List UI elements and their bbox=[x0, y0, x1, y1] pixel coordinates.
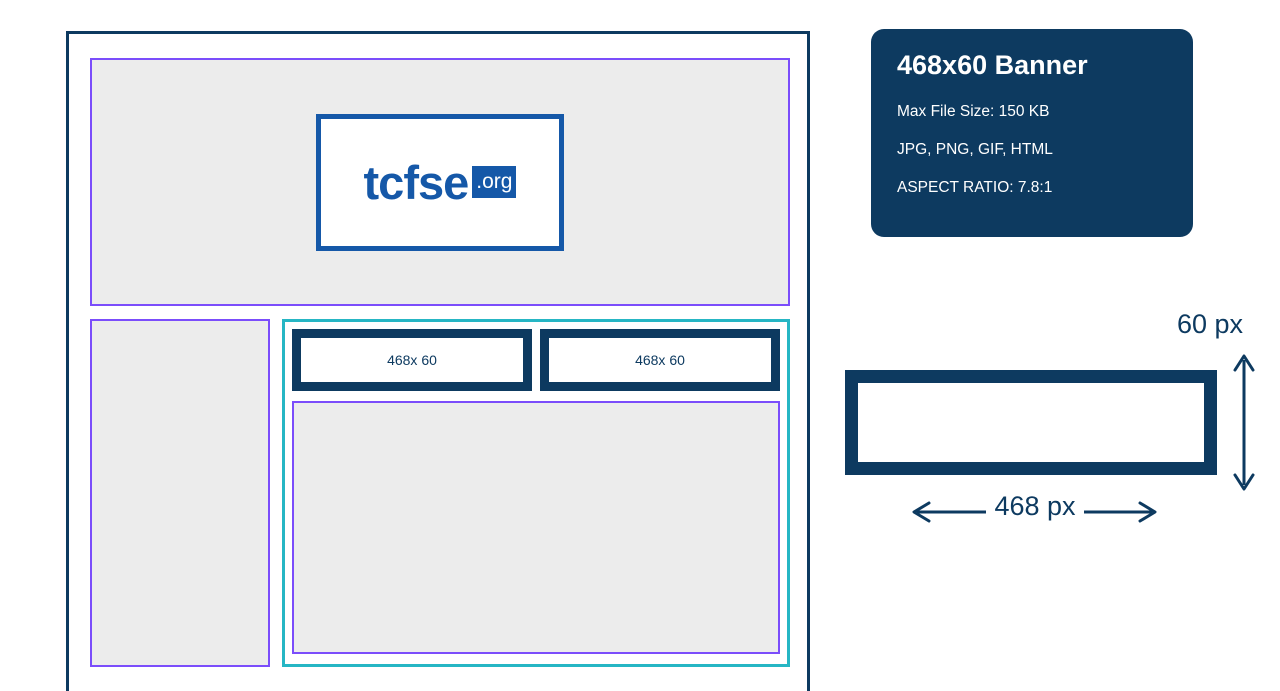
banner-slot-right[interactable]: 468x 60 bbox=[540, 329, 780, 391]
dimension-diagram: 60 px 468 px bbox=[845, 305, 1265, 540]
sidebar-placeholder-box bbox=[90, 319, 270, 667]
banner-slot-left-label: 468x 60 bbox=[387, 352, 437, 368]
logo-lockup: tcfse .org bbox=[364, 159, 517, 206]
banner-slot-row: 468x 60 468x 60 bbox=[292, 329, 780, 391]
page-wireframe: tcfse .org 468x 60 468x 60 bbox=[66, 31, 810, 691]
ad-zone-container: 468x 60 468x 60 bbox=[282, 319, 790, 667]
banner-slot-right-label: 468x 60 bbox=[635, 352, 685, 368]
logo-card: tcfse .org bbox=[316, 113, 564, 251]
banner-spec-card: 468x60 Banner Max File Size: 150 KB JPG,… bbox=[871, 29, 1193, 237]
main-content-placeholder-box bbox=[292, 401, 780, 654]
banner-spec-aspect-ratio: ASPECT RATIO: 7.8:1 bbox=[897, 178, 1053, 196]
horizontal-dimension-arrow-icon bbox=[912, 501, 1157, 523]
banner-slot-left[interactable]: 468x 60 bbox=[292, 329, 532, 391]
banner-spec-formats: JPG, PNG, GIF, HTML bbox=[897, 140, 1053, 158]
banner-dimension-rectangle bbox=[845, 370, 1217, 475]
vertical-dimension-arrow-icon bbox=[1233, 354, 1255, 491]
logo-tld-badge: .org bbox=[472, 166, 517, 198]
logo-wordmark: tcfse bbox=[363, 155, 470, 209]
dimension-height-label: 60 px bbox=[1176, 309, 1243, 339]
hero-placeholder-box: tcfse .org bbox=[90, 58, 790, 306]
banner-spec-max-file-size: Max File Size: 150 KB bbox=[897, 102, 1050, 120]
banner-spec-title: 468x60 Banner bbox=[897, 50, 1088, 80]
